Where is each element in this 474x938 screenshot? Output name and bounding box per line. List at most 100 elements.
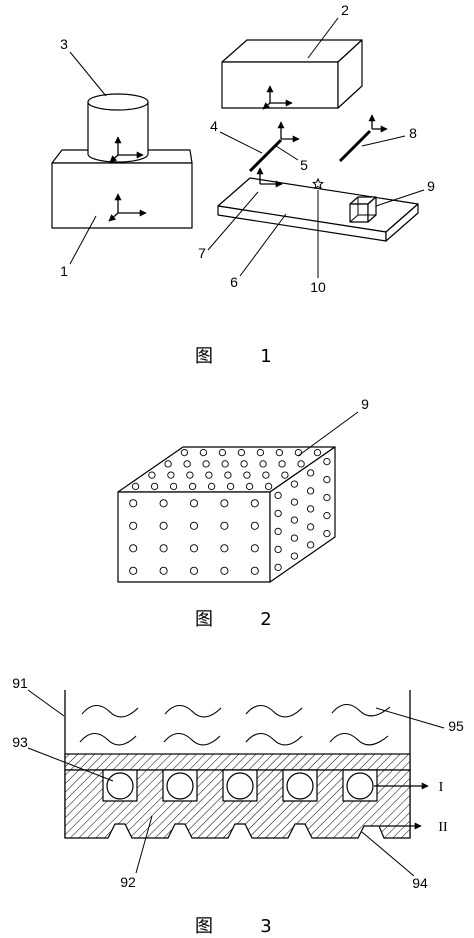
label-part-9: 9 (427, 178, 435, 194)
front-face-pore (220, 566, 229, 575)
right-face-pore (274, 563, 282, 572)
right-face-pore (323, 457, 331, 466)
porous-cube-right-face (269, 446, 336, 583)
box-2-right-face (337, 39, 363, 109)
caption-figure-number: 2 (260, 609, 271, 630)
right-face-pore (323, 475, 331, 484)
top-face-pore (164, 460, 172, 468)
right-face-pore (323, 529, 331, 538)
label-part-9: 9 (361, 396, 369, 412)
label-part-95: 95 (448, 718, 464, 734)
top-face-pore (188, 482, 197, 491)
hidden-edge (349, 214, 359, 223)
label-part-8: 8 (409, 125, 417, 141)
sphere (346, 772, 374, 800)
front-face-pore (159, 544, 168, 553)
leader-line-9 (297, 411, 359, 457)
figure-2-caption: 图 2 (195, 609, 272, 630)
porous-cube-right-pores (274, 457, 331, 572)
front-face-pore (220, 544, 229, 553)
top-face-pore (207, 482, 216, 491)
label-part-94: 94 (412, 875, 428, 891)
top-face-pore (264, 482, 273, 491)
leader-line-92 (135, 815, 153, 874)
axis-depth-arrow (108, 212, 119, 222)
front-face-pore (129, 521, 138, 530)
leader-line-1 (69, 215, 97, 265)
sphere (286, 772, 314, 800)
leader-line-2 (307, 17, 339, 59)
top-face-pore (218, 448, 227, 457)
leader-line-4 (219, 131, 263, 154)
component-4-rod (248, 138, 283, 173)
top-face-pore (131, 482, 140, 491)
top-face-pore (202, 460, 210, 468)
label-part-10: 10 (310, 279, 326, 295)
block-1-front-face (51, 162, 193, 229)
sphere-pockets (102, 769, 378, 802)
front-face-pore (129, 499, 138, 508)
front-face-pore (250, 521, 259, 530)
right-face-pore (290, 516, 299, 524)
label-part-3: 3 (60, 36, 68, 52)
top-face-pore (169, 482, 178, 491)
label-part-7: 7 (198, 245, 206, 261)
figure-1-labels: 2 3 4 5 8 9 1 7 6 10 (60, 2, 435, 295)
top-face-pore (180, 448, 189, 457)
top-face-pore (226, 482, 235, 491)
top-face-pore (259, 460, 267, 468)
wave-line (245, 732, 303, 746)
cylinder-3-top-face (87, 93, 149, 111)
wave-line (331, 703, 391, 717)
top-face-pore (167, 471, 175, 479)
label-part-4: 4 (210, 118, 218, 134)
right-face-pore (290, 534, 299, 542)
label-part-1: 1 (60, 263, 68, 279)
wave-line (163, 732, 221, 746)
front-face-pore (129, 566, 138, 575)
front-face-pore (220, 521, 229, 530)
top-face-pore (150, 482, 159, 491)
label-part-91: 91 (12, 675, 28, 691)
front-face-pore (159, 566, 168, 575)
leader-line-8 (361, 135, 406, 147)
sphere (166, 772, 194, 800)
wave-line (81, 704, 139, 718)
liquid-waves (79, 703, 391, 746)
label-part-6: 6 (230, 274, 238, 290)
axis-triad-rod-8 (368, 114, 388, 133)
front-face-pore (189, 499, 199, 508)
front-face-pore (250, 499, 259, 508)
front-face-pore (189, 544, 199, 553)
component-2-box (221, 39, 363, 109)
axis-triad-block-1 (108, 193, 147, 222)
right-face-pore (323, 493, 331, 502)
component-3-cylinder (87, 93, 149, 163)
top-face-pore (245, 482, 254, 491)
component-9-porous-cube (117, 446, 336, 583)
top-face-pore (243, 471, 251, 479)
leader-line-9 (375, 189, 425, 207)
front-face-pore (250, 566, 259, 575)
small-cube-hidden-edges (349, 197, 376, 223)
wave-line (329, 732, 389, 746)
top-face-pore (313, 448, 322, 457)
top-face-pore (294, 448, 303, 457)
porous-cube-top-pores (131, 448, 322, 491)
right-face-pore (290, 498, 299, 506)
label-part-92: 92 (120, 874, 136, 890)
figure-1: 2 3 4 5 8 9 1 7 6 10 图 1 (51, 2, 435, 367)
right-face-pore (290, 552, 299, 560)
plate-6-right-face (385, 203, 419, 242)
top-face-pore (148, 471, 156, 479)
top-face-pore (297, 460, 305, 468)
figure-3: I II 91 93 95 92 94 图 3 (12, 675, 464, 937)
top-face-pore (186, 471, 194, 479)
label-part-93: 93 (12, 734, 28, 750)
axis-depth-arrow (109, 154, 119, 163)
front-face-pore (220, 499, 229, 508)
front-face-pore (250, 544, 259, 553)
leader-line-5 (275, 145, 299, 161)
sphere (106, 772, 134, 800)
